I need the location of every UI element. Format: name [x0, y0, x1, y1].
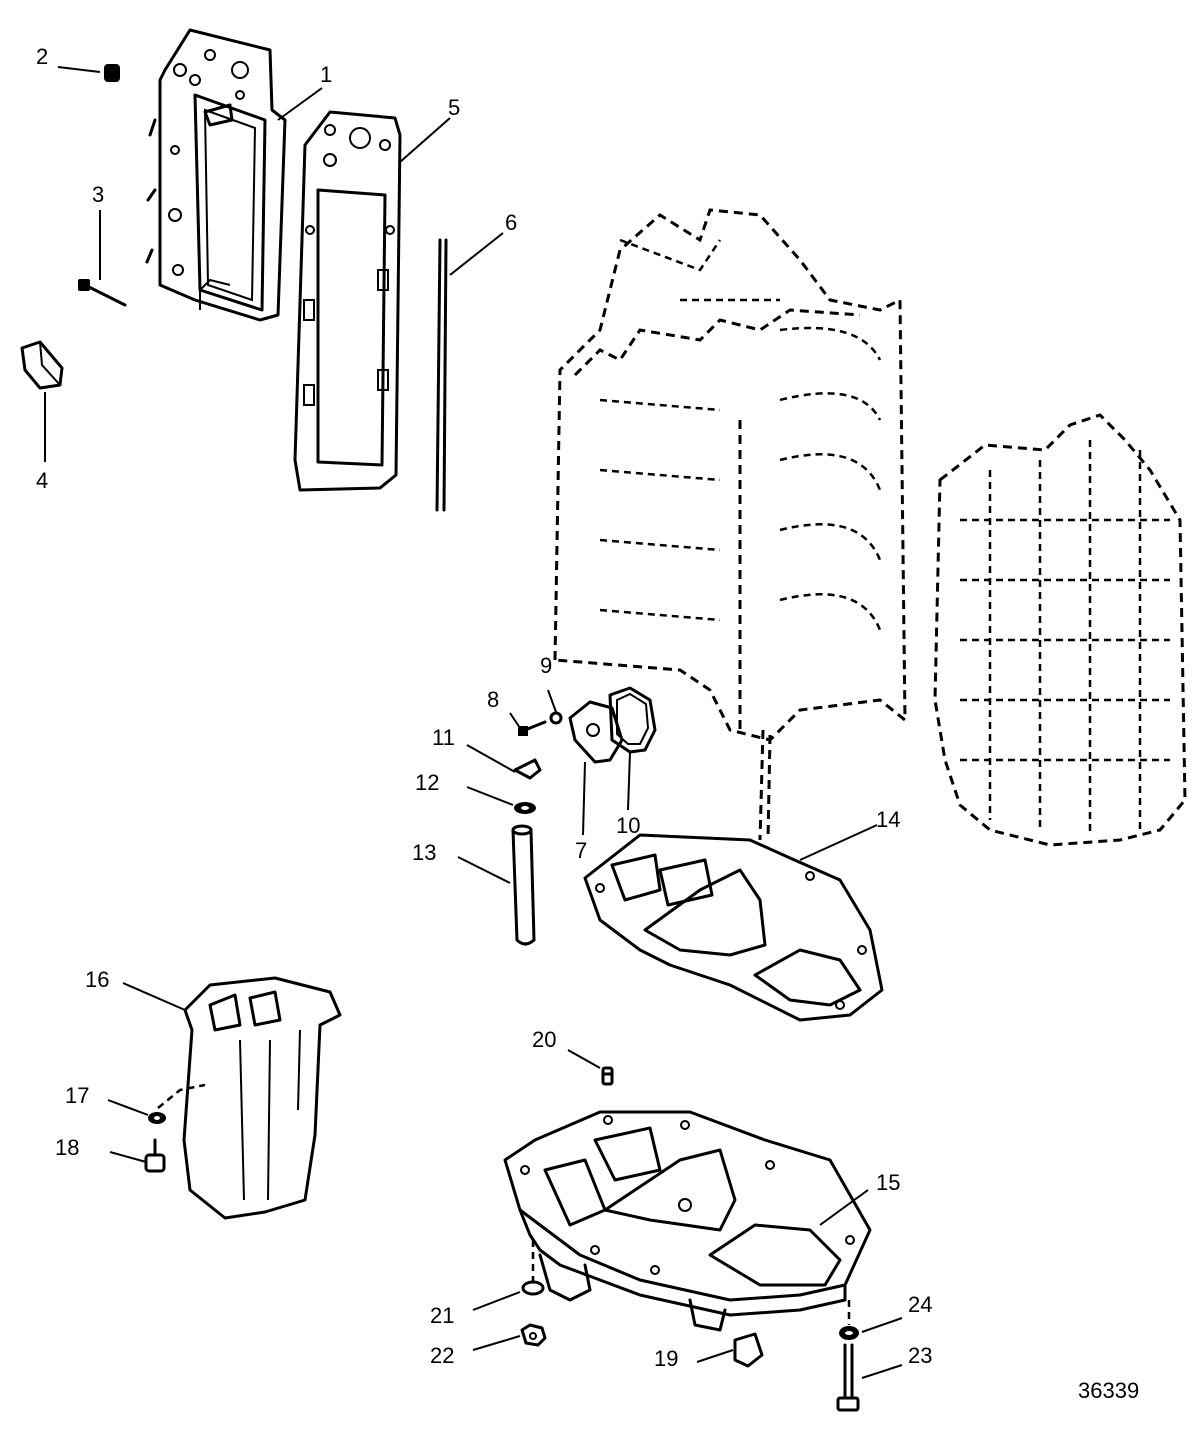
part-4-clip	[20, 340, 64, 390]
part-17-washer	[148, 1112, 166, 1124]
part-20-dowel	[601, 1066, 614, 1086]
figure-number: 36339	[1078, 1378, 1139, 1403]
part-12-grommet	[514, 802, 536, 814]
part-13-hose	[511, 824, 536, 946]
crankcase-cover-reference	[933, 413, 1187, 847]
cylinder-block-reference	[553, 208, 907, 841]
part-7-cover	[568, 700, 624, 764]
part-22-nut	[520, 1323, 547, 1347]
callout-21: 21	[430, 1303, 454, 1328]
leader-lines	[44, 66, 903, 1379]
part-24-washer	[839, 1300, 859, 1340]
callout-24: 24	[908, 1292, 932, 1317]
callout-7: 7	[575, 838, 587, 863]
part-16-exhaust-tube	[157, 976, 342, 1220]
callout-4: 4	[36, 468, 48, 493]
callout-6: 6	[505, 210, 517, 235]
callout-2: 2	[36, 44, 48, 69]
callout-12: 12	[415, 770, 439, 795]
part-3-screw	[78, 279, 127, 307]
callout-10: 10	[616, 813, 640, 838]
part-1-exhaust-cover	[145, 28, 287, 322]
part-18-bolt	[144, 1138, 166, 1173]
callout-22: 22	[430, 1343, 454, 1368]
callout-20: 20	[532, 1027, 556, 1052]
part-19-plug	[733, 1332, 764, 1368]
callout-13: 13	[412, 840, 436, 865]
callout-23: 23	[908, 1343, 932, 1368]
callout-14: 14	[876, 807, 900, 832]
callout-19: 19	[654, 1346, 678, 1371]
part-15-adapter-plate	[503, 1110, 872, 1332]
callout-11: 11	[432, 725, 455, 750]
part-9-washer	[549, 711, 563, 725]
callout-5: 5	[448, 95, 460, 120]
callout-8: 8	[487, 687, 499, 712]
part-23-bolt	[836, 1343, 860, 1412]
callout-3: 3	[92, 182, 104, 207]
part-8-screw	[518, 720, 547, 736]
callout-labels: 1 2 3 4 5 6 7 8 9 10 11 12 13 14 15 16 1…	[36, 44, 1139, 1403]
callout-16: 16	[85, 967, 109, 992]
callout-9: 9	[540, 653, 552, 678]
part-14-gasket	[583, 833, 884, 1022]
callout-15: 15	[876, 1170, 900, 1195]
callout-1: 1	[320, 62, 332, 87]
part-21-washer	[521, 1240, 545, 1296]
part-2-plug	[104, 64, 120, 82]
part-11-elbow	[513, 758, 542, 780]
callout-17: 17	[65, 1083, 89, 1108]
part-10-gasket	[608, 686, 657, 754]
part-5-gasket	[293, 110, 402, 492]
part-6-tube	[435, 238, 448, 512]
callout-18: 18	[55, 1135, 79, 1160]
